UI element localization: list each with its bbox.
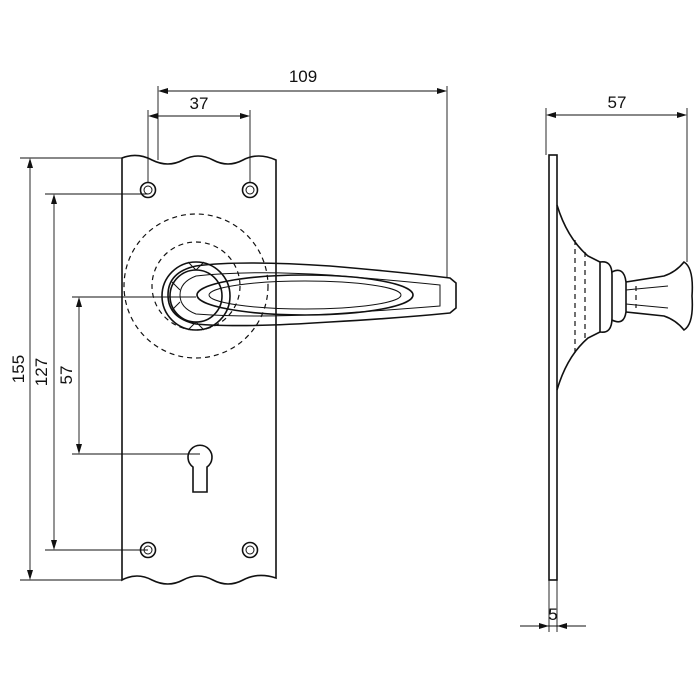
backplate (121, 154, 277, 585)
side-rose-profile (556, 204, 601, 391)
dimension-label-plate-thickness: 5 (548, 605, 557, 624)
dimension-label-fixing-centres-width: 37 (190, 94, 209, 113)
keyhole (187, 444, 213, 493)
dimension-side-projection (545, 108, 688, 262)
dimension-fixing-centres-height (45, 193, 148, 551)
side-lever-profile (625, 260, 694, 332)
lever-boss (161, 261, 231, 331)
side-boss (599, 260, 627, 334)
fixing-hole-bottom-right (241, 541, 259, 559)
side-view: 57 5 (520, 93, 694, 632)
fixing-hole-top-left (139, 181, 157, 199)
side-plate (548, 154, 558, 581)
dimension-label-fixing-centres-height: 127 (32, 358, 51, 386)
dimension-label-lever-to-keyhole: 57 (57, 366, 76, 385)
dimension-label-overall-height: 155 (9, 355, 28, 383)
rose-inner-hidden-outline (151, 241, 241, 331)
fixing-hole-top-right (241, 181, 259, 199)
dimension-fixing-centres-width (147, 110, 251, 182)
dimension-label-side-projection: 57 (608, 93, 627, 112)
dimension-overall-height (20, 157, 122, 581)
front-view: 155 127 57 37 (9, 67, 457, 585)
dimension-lever-projection (157, 86, 448, 278)
lever-handle (167, 262, 457, 327)
rose-outer-hidden-outline (123, 213, 269, 359)
dimension-label-lever-projection: 109 (289, 67, 317, 86)
dimension-plate-thickness (520, 580, 586, 632)
dimension-lever-to-keyhole (72, 296, 200, 455)
